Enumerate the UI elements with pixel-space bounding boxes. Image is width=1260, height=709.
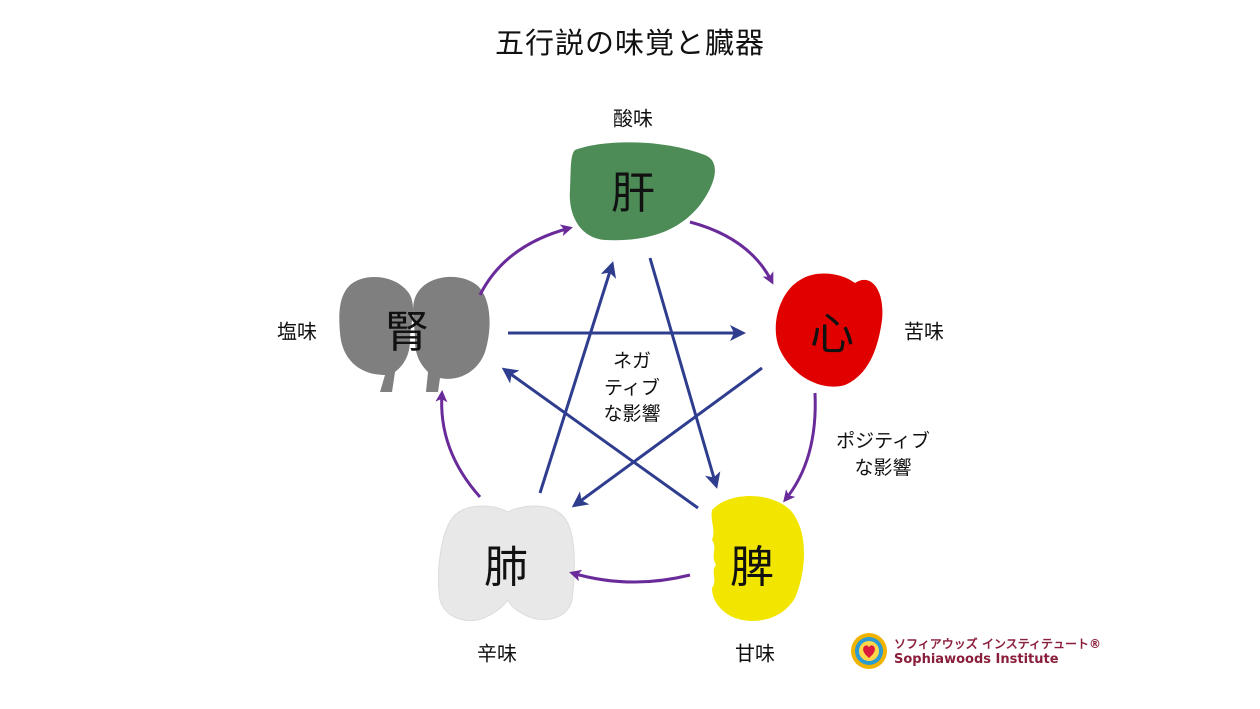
spleen-shape (711, 495, 805, 621)
taste-label-lung: 辛味 (477, 641, 517, 666)
positive-influence-note: ポジティブ な影響 (836, 428, 930, 481)
arrow-liver-to-heart (689, 220, 774, 285)
arrow-liver-to-spleen (648, 257, 721, 489)
organ-label-lung: 肺 (484, 542, 528, 593)
positive-note-line-2: な影響 (854, 456, 912, 479)
arrow-kidney-to-liver (478, 224, 573, 296)
taste-label-kidney: 塩味 (277, 319, 317, 344)
arrow-lung-to-liver (538, 261, 617, 494)
negative-influence-note: ネガ ティブ な影響 (603, 348, 660, 428)
negative-note-line-2: ティブ (604, 376, 660, 399)
taste-label-heart: 苦味 (904, 319, 944, 344)
page-title: 五行説の味覚と臓器 (494, 26, 765, 60)
arrow-heart-to-spleen (783, 392, 817, 503)
arrow-spleen-to-lung (569, 569, 691, 584)
taste-label-spleen: 甘味 (735, 641, 775, 666)
organ-label-heart: 心 (810, 309, 854, 360)
sun-heart-logo-icon (851, 633, 887, 669)
arrow-heart-to-lung (571, 366, 763, 508)
taste-label-liver: 酸味 (613, 106, 653, 131)
brand-name-english: Sophiawoods Institute (894, 652, 1059, 667)
positive-note-line-1: ポジティブ (836, 430, 930, 452)
heart-shape (775, 273, 883, 387)
brand-name-japanese: ソフィアウッズ インスティテュート® (894, 637, 1101, 651)
organ-label-spleen: 脾 (730, 542, 774, 593)
organ-label-liver: 肝 (611, 168, 655, 219)
organ-label-kidney: 腎 (385, 307, 429, 358)
arrow-spleen-to-kidney (501, 367, 699, 510)
negative-star-arrows (501, 257, 763, 510)
arrow-lung-to-kidney (435, 390, 482, 498)
negative-note-line-1: ネガ (612, 350, 652, 372)
brand-logo-block: ソフィアウッズ インスティテュート® Sophiawoods Institute (850, 632, 1101, 672)
liver-shape (569, 142, 715, 241)
kidney-shape (339, 276, 490, 392)
positive-cycle-arrows (435, 220, 817, 584)
lung-shape (438, 505, 575, 622)
negative-note-line-3: な影響 (603, 403, 661, 426)
